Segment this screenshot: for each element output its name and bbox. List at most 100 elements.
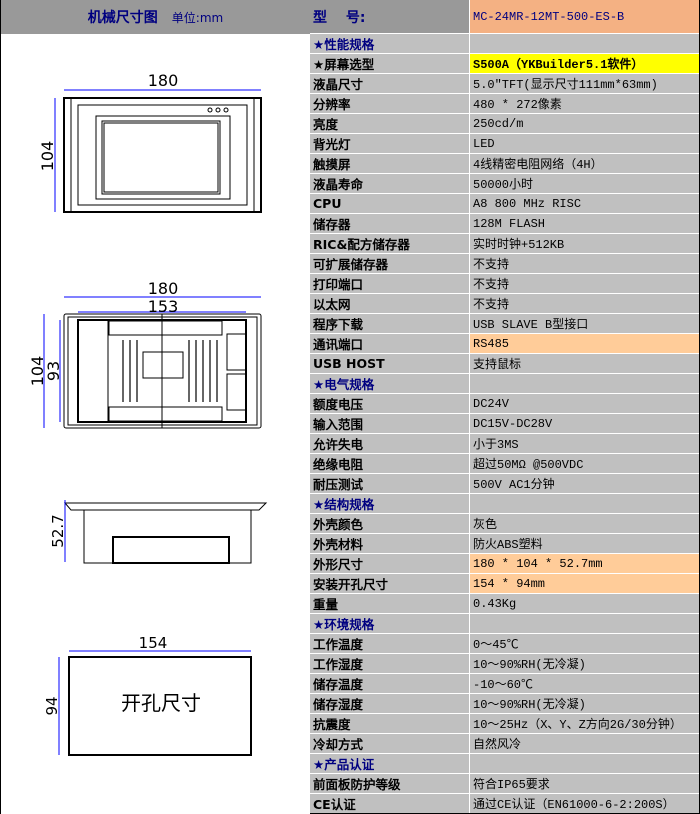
spec-label: ★性能规格 (310, 34, 470, 53)
spec-value: LED (470, 134, 699, 153)
spec-value: 250cd/m (470, 114, 699, 133)
spec-label: 打印端口 (310, 274, 470, 293)
spec-value: DC24V (470, 394, 699, 413)
table-row: 以太网不支持 (310, 294, 699, 314)
spec-label: 额度电压 (310, 394, 470, 413)
spec-label: 抗震度 (310, 714, 470, 733)
table-row: CE认证通过CE认证（EN61000-6-2:200S） (310, 794, 699, 814)
back-inner-height-dim: 93 (44, 361, 63, 381)
cutout-height-dim: 94 (43, 696, 61, 715)
spec-value: S500A（YKBuilder5.1软件） (470, 54, 699, 73)
section-header-row: ★环境规格 (310, 614, 699, 634)
spec-value: 通过CE认证（EN61000-6-2:200S） (470, 794, 699, 813)
spec-label: 绝缘电阻 (310, 454, 470, 473)
spec-label: 亮度 (310, 114, 470, 133)
table-row: RIC&配方储存器实时时钟+512KB (310, 234, 699, 254)
spec-value: 不支持 (470, 294, 699, 313)
back-view: 180 153 104 93 (28, 279, 262, 429)
mechanical-drawing-panel: 机械尺寸图 单位:mm 180 104 180 153 104 93 (0, 0, 310, 814)
spec-label: 可扩展储存器 (310, 254, 470, 273)
model-label: 型 号: (310, 0, 470, 33)
model-row: 型 号: MC-24MR-12MT-500-ES-B (310, 0, 699, 34)
spec-label: 外壳颜色 (310, 514, 470, 533)
table-row: 可扩展储存器不支持 (310, 254, 699, 274)
spec-label: 液晶寿命 (310, 174, 470, 193)
spec-label: ★结构规格 (310, 494, 470, 513)
spec-label: 前面板防护等级 (310, 774, 470, 793)
spec-label: 液晶尺寸 (310, 74, 470, 93)
table-row: 外壳材料防火ABS塑料 (310, 534, 699, 554)
spec-value: 128M FLASH (470, 214, 699, 233)
spec-value: 小于3MS (470, 434, 699, 453)
dimension-drawings: 180 104 180 153 104 93 52.7 154 (28, 71, 268, 756)
spec-label: 安装开孔尺寸 (310, 574, 470, 593)
spec-value: RS485 (470, 334, 699, 353)
table-row: 绝缘电阻超过50MΩ @500VDC (310, 454, 699, 474)
front-height-dim: 104 (38, 141, 57, 172)
spec-value: 灰色 (470, 514, 699, 533)
spec-label: 外壳材料 (310, 534, 470, 553)
spec-value: -10～60℃ (470, 674, 699, 693)
spec-label: 储存湿度 (310, 694, 470, 713)
back-inner-width-dim: 153 (148, 297, 179, 316)
spec-value: 480 * 272像素 (470, 94, 699, 113)
cutout-label: 开孔尺寸 (121, 691, 201, 715)
spec-label: 储存温度 (310, 674, 470, 693)
spec-value: 5.0"TFT(显示尺寸111mm*63mm) (470, 74, 699, 93)
spec-label: 工作湿度 (310, 654, 470, 673)
spec-value (470, 374, 699, 393)
spec-value (470, 34, 699, 53)
spec-value: 50000小时 (470, 174, 699, 193)
spec-value (470, 494, 699, 513)
spec-value: 10～90%RH(无冷凝) (470, 694, 699, 713)
spec-value (470, 614, 699, 633)
table-row: 打印端口不支持 (310, 274, 699, 294)
spec-value: 0.43Kg (470, 594, 699, 613)
spec-label: 储存器 (310, 214, 470, 233)
spec-value: 超过50MΩ @500VDC (470, 454, 699, 473)
spec-value: 10～25Hz（X、Y、Z方向2G/30分钟） (470, 714, 699, 733)
spec-value: 0～45℃ (470, 634, 699, 653)
side-depth-dim: 52.7 (49, 514, 67, 547)
spec-label: 外形尺寸 (310, 554, 470, 573)
spec-value: 自然风冷 (470, 734, 699, 753)
table-row: 外壳颜色灰色 (310, 514, 699, 534)
spec-label: ★屏幕选型 (310, 54, 470, 73)
table-row: 允许失电小于3MS (310, 434, 699, 454)
spec-label: 输入范围 (310, 414, 470, 433)
spec-label: ★环境规格 (310, 614, 470, 633)
spec-value: 154 * 94mm (470, 574, 699, 593)
spec-value: 500V AC1分钟 (470, 474, 699, 493)
spec-value: 不支持 (470, 274, 699, 293)
spec-value: 10～90%RH(无冷凝) (470, 654, 699, 673)
front-view: 180 104 (38, 71, 262, 213)
table-row: 冷却方式自然风冷 (310, 734, 699, 754)
section-header-row: ★性能规格 (310, 34, 699, 54)
spec-label: 通讯端口 (310, 334, 470, 353)
spec-label: 允许失电 (310, 434, 470, 453)
spec-label: ★电气规格 (310, 374, 470, 393)
spec-value: 符合IP65要求 (470, 774, 699, 793)
spec-label: 触摸屏 (310, 154, 470, 173)
spec-label: ★产品认证 (310, 754, 470, 773)
spec-label: CE认证 (310, 794, 470, 813)
spec-value: 防火ABS塑料 (470, 534, 699, 553)
spec-value: 实时时钟+512KB (470, 234, 699, 253)
